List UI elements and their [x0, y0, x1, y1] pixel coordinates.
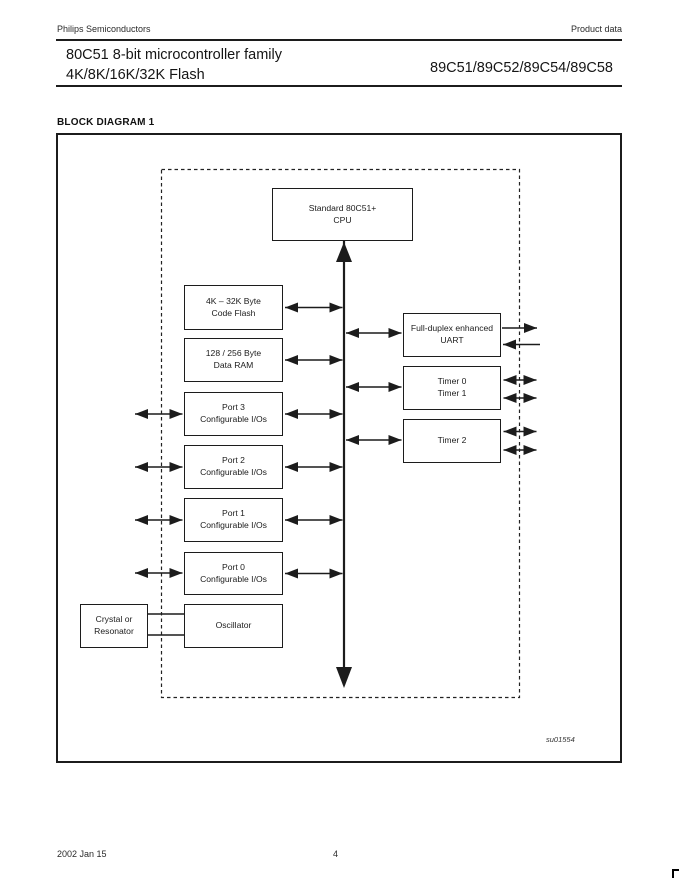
- section-title: BLOCK DIAGRAM 1: [57, 117, 155, 128]
- header-rule-bottom: [56, 85, 622, 87]
- block-uart: Full-duplex enhanced UART: [403, 313, 501, 357]
- block-oscillator: Oscillator: [184, 604, 283, 648]
- doc-title-line1: 80C51 8-bit microcontroller family: [66, 47, 282, 63]
- doc-title: 80C51 8-bit microcontroller family 4K/8K…: [66, 45, 282, 85]
- footer-date: 2002 Jan 15: [57, 849, 107, 859]
- block-timer2: Timer 2: [403, 419, 501, 463]
- block-port2: Port 2 Configurable I/Os: [184, 445, 283, 489]
- footer-page-number: 4: [333, 849, 339, 859]
- figure-code: su01554: [546, 735, 575, 744]
- block-cpu: Standard 80C51+ CPU: [272, 188, 413, 241]
- block-timer0-1: Timer 0 Timer 1: [403, 366, 501, 410]
- block-code-flash: 4K – 32K Byte Code Flash: [184, 285, 283, 330]
- header-rule-top: [56, 39, 622, 41]
- block-data-ram: 128 / 256 Byte Data RAM: [184, 338, 283, 382]
- part-numbers: 89C51/89C52/89C54/89C58: [430, 60, 613, 76]
- doc-title-line2: 4K/8K/16K/32K Flash: [66, 67, 205, 83]
- block-port0: Port 0 Configurable I/Os: [184, 552, 283, 595]
- brand-text: Philips Semiconductors: [57, 24, 151, 34]
- doc-type-label: Product data: [570, 24, 622, 34]
- corner-crop-mark: [672, 869, 679, 878]
- block-port3: Port 3 Configurable I/Os: [184, 392, 283, 436]
- block-crystal: Crystal or Resonator: [80, 604, 148, 648]
- figure-frame: [56, 133, 622, 763]
- block-port1: Port 1 Configurable I/Os: [184, 498, 283, 542]
